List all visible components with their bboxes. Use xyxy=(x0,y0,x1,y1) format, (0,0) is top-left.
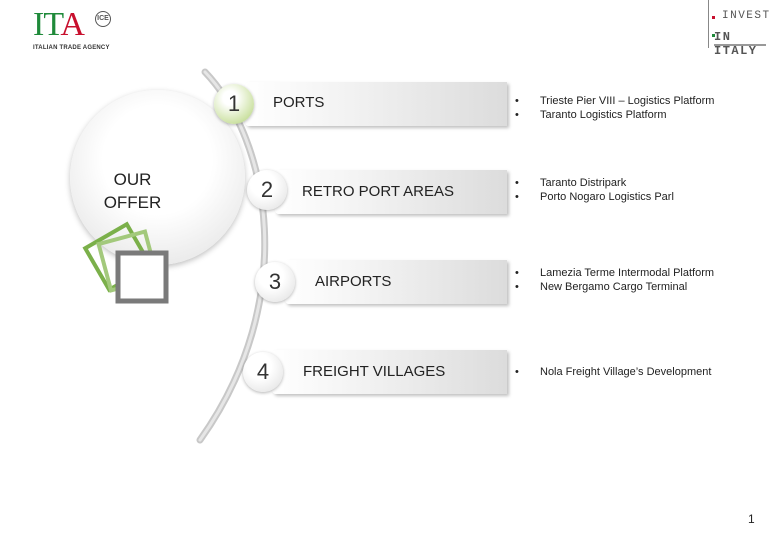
offer-title: OUR OFFER xyxy=(103,170,162,212)
ice-mark-icon: ICE xyxy=(95,11,111,27)
list-item: •Taranto Distripark xyxy=(515,177,627,189)
badge-1: 1 xyxy=(214,84,254,124)
badge-3: 3 xyxy=(255,262,295,302)
stacked-squares-icon xyxy=(82,221,169,304)
ports-bar xyxy=(245,82,507,126)
list-item: •Taranto Logistics Platform xyxy=(515,109,667,121)
retro-port-areas-label: RETRO PORT AREAS xyxy=(302,183,454,200)
freight-villages-bar xyxy=(272,350,507,394)
list-item: •Porto Nogaro Logistics Parl xyxy=(515,191,674,203)
ports-list: •Trieste Pier VIII – Logistics Platform … xyxy=(515,94,714,122)
offer-circle xyxy=(70,90,245,265)
invest-text: INVEST xyxy=(722,10,771,22)
airports-label: AIRPORTS xyxy=(315,273,392,290)
ita-logo: ITA ICE ITALIAN TRADE AGENCY xyxy=(33,8,123,54)
in-italy-text: IN ITALY xyxy=(714,30,758,58)
badge-4: 4 xyxy=(243,352,283,392)
logo-green-dot xyxy=(712,34,715,37)
page-number: 1 xyxy=(748,512,755,526)
retro-port-areas-list: •Taranto Distripark •Porto Nogaro Logist… xyxy=(515,176,674,204)
logo-underline xyxy=(714,44,766,46)
ita-subtitle: ITALIAN TRADE AGENCY xyxy=(33,45,110,51)
list-item: •Lamezia Terme Intermodal Platform xyxy=(515,267,715,279)
retro-port-areas-bar xyxy=(275,170,507,214)
freight-villages-list: •Nola Freight Village’s Development xyxy=(515,365,711,379)
airports-bar xyxy=(285,260,507,304)
badge-2: 2 xyxy=(247,170,287,210)
list-item: •New Bergamo Cargo Terminal xyxy=(515,281,688,293)
ita-logo-letters: ITA xyxy=(33,6,85,43)
list-item: •Trieste Pier VIII – Logistics Platform xyxy=(515,95,715,107)
invest-in-italy-logo: INVEST IN ITALY xyxy=(700,0,780,58)
logo-red-dot xyxy=(712,16,715,19)
list-item: •Nola Freight Village’s Development xyxy=(515,366,712,378)
airports-list: •Lamezia Terme Intermodal Platform •New … xyxy=(515,266,714,294)
logo-divider xyxy=(708,0,709,48)
freight-villages-label: FREIGHT VILLAGES xyxy=(303,363,446,380)
ports-label: PORTS xyxy=(273,94,325,111)
